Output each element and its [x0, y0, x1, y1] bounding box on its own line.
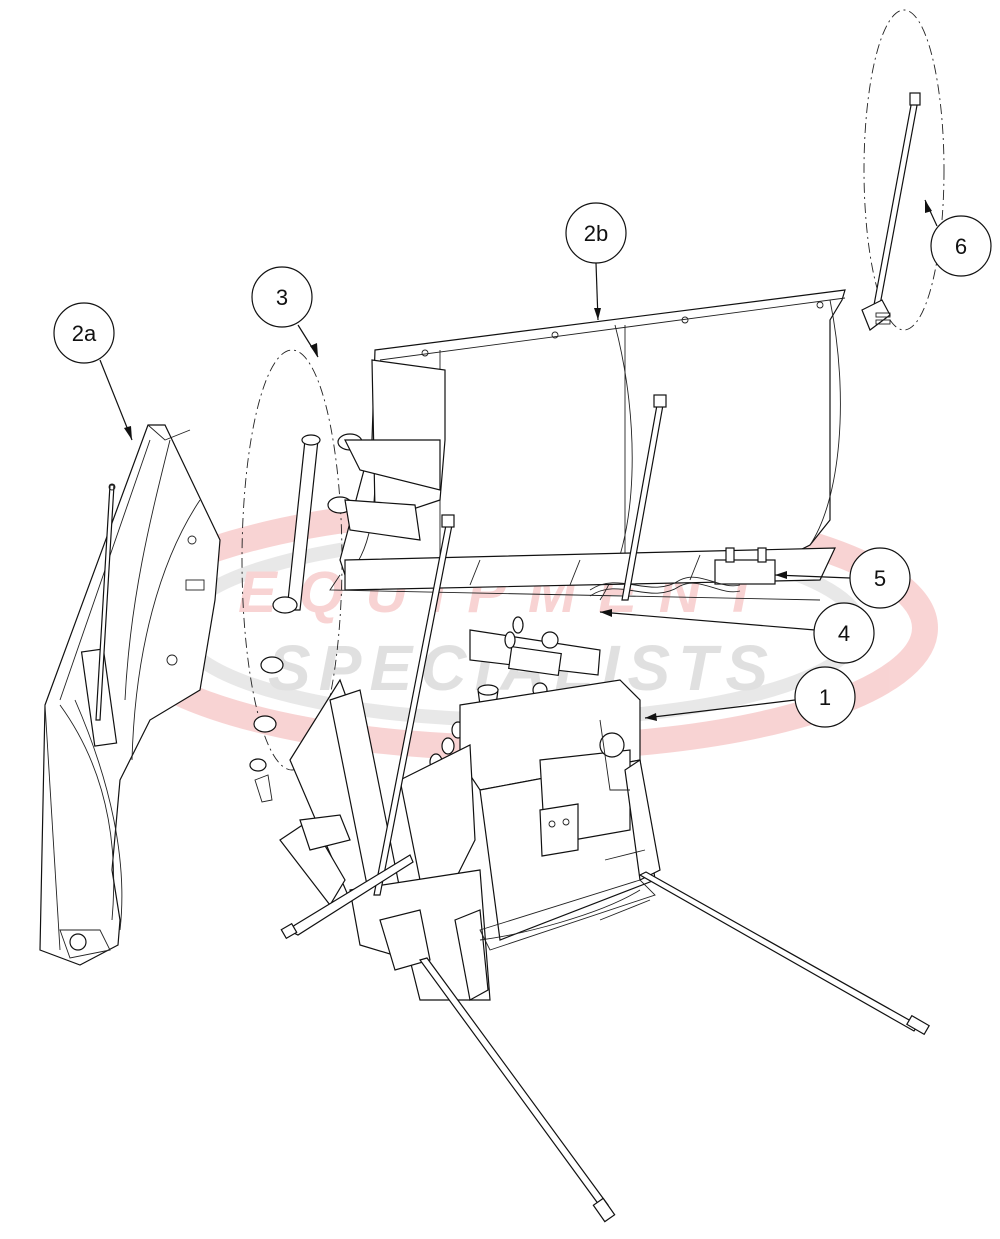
callout-5: 5 [774, 547, 911, 609]
callout-3: 3 [251, 266, 319, 358]
hoses [280, 394, 930, 1223]
callout-label-1: 1 [819, 685, 831, 710]
callout-label-2a: 2a [72, 321, 97, 346]
callout-1: 1 [644, 666, 856, 728]
a-frame-pump-assembly [279, 678, 661, 1001]
callout-label-3: 3 [276, 285, 288, 310]
callout-label-2b: 2b [584, 221, 608, 246]
callout-label-6: 6 [955, 234, 967, 259]
callout-2b: 2b [565, 202, 627, 321]
callout-label-5: 5 [874, 566, 886, 591]
callouts: 2a 3 2b 6 5 4 [53, 199, 992, 728]
callout-4: 4 [599, 602, 875, 664]
callout-label-4: 4 [838, 621, 850, 646]
hydraulic-hose-part [861, 92, 921, 331]
wing-extension-left [39, 424, 221, 966]
callout-2a: 2a [53, 302, 133, 441]
callout-6: 6 [924, 199, 992, 277]
moldboard-main [329, 289, 846, 601]
pivot-pin-group [241, 9, 945, 803]
